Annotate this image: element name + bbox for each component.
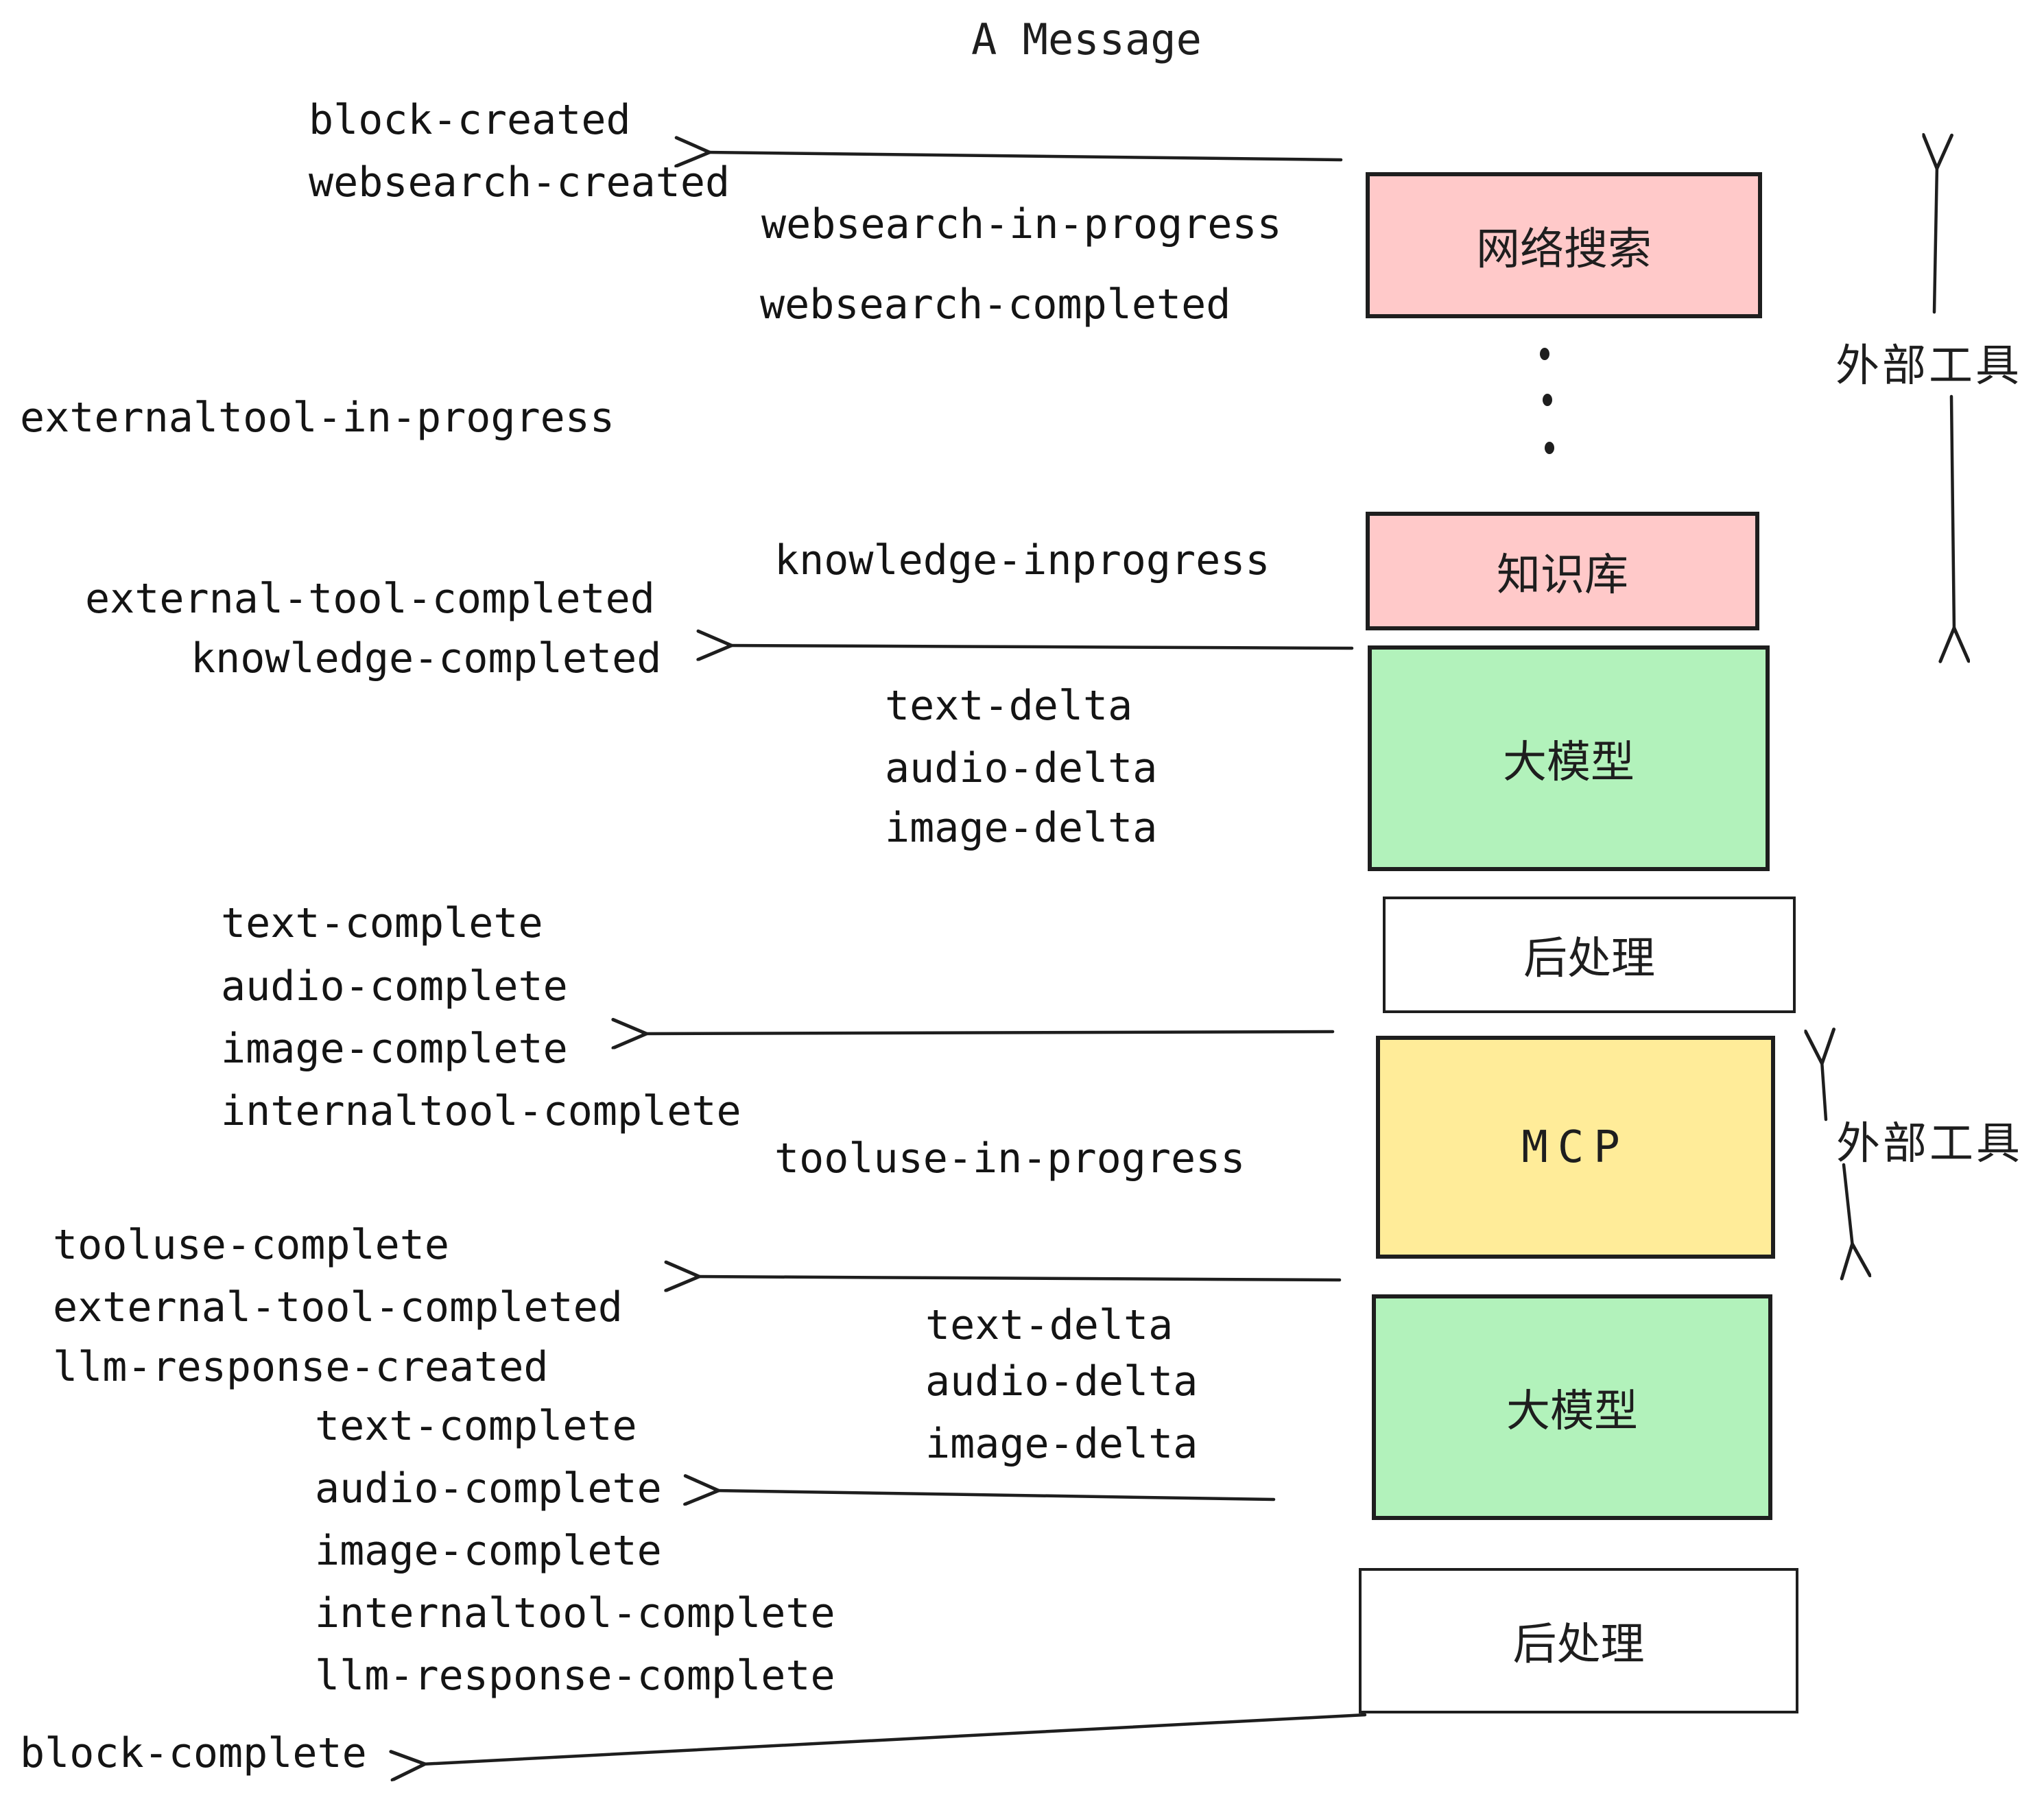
websearch-box: 网络搜索 <box>1366 172 1762 318</box>
llm-box-1: 大模型 <box>1368 645 1770 871</box>
external-tools-up-arrow-2 <box>1822 1060 1826 1121</box>
event-audio-complete-1: audio-complete <box>221 962 568 1010</box>
event-text-delta-1: text-delta <box>885 682 1133 730</box>
event-websearch-in-progress: websearch-in-progress <box>761 200 1282 248</box>
arrow-to-tooluse-complete <box>696 1277 1342 1280</box>
event-text-complete-1: text-complete <box>221 899 543 947</box>
event-tooluse-complete: tooluse-complete <box>53 1221 449 1269</box>
event-image-complete-1: image-complete <box>221 1025 568 1073</box>
event-internaltool-complete-1: internaltool-complete <box>221 1087 741 1135</box>
event-image-delta-2: image-delta <box>925 1420 1198 1468</box>
event-text-delta-2: text-delta <box>925 1301 1174 1349</box>
ellipsis-dot-2 <box>1543 394 1552 406</box>
event-externaltool-in-progress: externaltool-in-progress <box>20 394 615 442</box>
event-external-tool-completed-1: external-tool-completed <box>85 575 655 623</box>
arrow-to-knowledge-completed <box>728 645 1354 648</box>
event-knowledge-inprogress: knowledge-inprogress <box>774 536 1270 584</box>
knowledge-box: 知识库 <box>1366 512 1759 630</box>
llm-box-2: 大模型 <box>1372 1294 1772 1520</box>
event-audio-delta-2: audio-delta <box>925 1357 1198 1405</box>
event-websearch-completed: websearch-completed <box>760 281 1231 329</box>
external-tools-down-arrow-1 <box>1951 394 1954 631</box>
ellipsis-dot-3 <box>1545 442 1554 454</box>
event-block-created: block-created <box>309 96 631 144</box>
event-llm-response-created: llm-response-created <box>53 1343 549 1391</box>
postprocess-box-2: 后处理 <box>1359 1568 1798 1713</box>
event-internaltool-complete-2: internaltool-complete <box>315 1589 835 1637</box>
knowledge-box-label: 知识库 <box>1497 549 1628 600</box>
llm-box-2-label: 大模型 <box>1506 1386 1638 1436</box>
diagram-title: A Message <box>971 14 1202 64</box>
event-llm-response-complete: llm-response-complete <box>315 1652 835 1700</box>
event-knowledge-completed: knowledge-completed <box>191 634 662 683</box>
event-tooluse-in-progress: tooluse-in-progress <box>774 1135 1246 1183</box>
llm-box-1-label: 大模型 <box>1503 737 1635 787</box>
arrow-to-block-complete <box>422 1713 1367 1764</box>
websearch-box-label: 网络搜索 <box>1476 224 1652 274</box>
mcp-box-label: MCP <box>1521 1121 1630 1173</box>
event-image-complete-2: image-complete <box>315 1527 662 1575</box>
arrow-to-block-created <box>706 152 1343 160</box>
event-websearch-created: websearch-created <box>309 158 730 206</box>
event-audio-delta-1: audio-delta <box>885 744 1158 792</box>
external-tools-up-arrow-1 <box>1934 165 1937 314</box>
arrow-to-audio-complete <box>715 1491 1276 1499</box>
postprocess-box-2-label: 后处理 <box>1512 1619 1645 1669</box>
external-tools-label-1: 外部工具 <box>1835 341 2022 390</box>
ellipsis-dot-1 <box>1540 348 1549 360</box>
event-external-tool-completed-2: external-tool-completed <box>53 1283 623 1331</box>
postprocess-box-1: 后处理 <box>1383 897 1796 1013</box>
event-text-complete-2: text-complete <box>315 1402 637 1450</box>
mcp-box: MCP <box>1376 1036 1775 1259</box>
event-image-delta-1: image-delta <box>885 804 1158 852</box>
external-tools-down-arrow-2 <box>1844 1163 1853 1247</box>
external-tools-label-2: 外部工具 <box>1836 1119 2023 1168</box>
event-block-complete: block-complete <box>20 1729 367 1777</box>
event-audio-complete-2: audio-complete <box>315 1464 662 1512</box>
postprocess-box-1-label: 后处理 <box>1523 934 1655 983</box>
arrow-to-image-complete <box>643 1032 1335 1034</box>
